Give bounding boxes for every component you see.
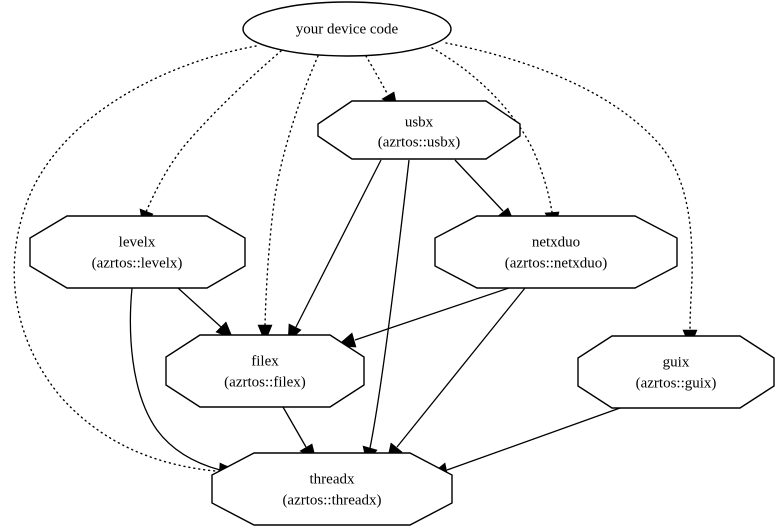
levelx-label-line2: (azrtos::levelx) <box>92 255 183 271</box>
levelx-octagon <box>29 215 246 289</box>
levelx-label-line1: levelx <box>119 234 156 250</box>
node-netxduo[interactable]: netxduo (azrtos::netxduo) <box>434 215 678 289</box>
edge-filex-to-threadx <box>282 406 317 461</box>
edge-device-to-guix <box>445 42 698 348</box>
edge-device-to-filex <box>257 55 319 343</box>
filex-label-line2: (azrtos::filex) <box>224 374 306 390</box>
node-your-device-code[interactable]: your device code <box>242 1 452 57</box>
node-filex[interactable]: filex (azrtos::filex) <box>165 334 365 408</box>
netxduo-octagon <box>434 215 678 289</box>
your-device-code-label: your device code <box>296 21 399 37</box>
edge-levelx-to-filex <box>177 287 234 340</box>
node-usbx[interactable]: usbx (azrtos::usbx) <box>317 100 521 160</box>
node-threadx[interactable]: threadx (azrtos::threadx) <box>211 452 453 526</box>
edge-netxduo-to-filex <box>336 287 510 348</box>
threadx-label-line2: (azrtos::threadx) <box>282 492 381 508</box>
guix-octagon <box>577 335 775 409</box>
edge-usbx-to-netxduo <box>454 159 516 225</box>
threadx-label-line1: threadx <box>310 471 355 487</box>
your-device-code-ellipse <box>242 1 452 57</box>
edge-guix-to-threadx <box>428 407 621 478</box>
edge-netxduo-to-threadx <box>386 287 526 462</box>
edge-usbx-to-filex <box>287 159 382 343</box>
edge-device-to-usbx <box>365 55 398 108</box>
node-guix[interactable]: guix (azrtos::guix) <box>577 335 775 409</box>
node-levelx[interactable]: levelx (azrtos::levelx) <box>29 215 246 289</box>
guix-label-line2: (azrtos::guix) <box>636 375 717 391</box>
filex-octagon <box>165 334 365 408</box>
netxduo-label-line2: (azrtos::netxduo) <box>505 255 607 271</box>
threadx-octagon <box>211 452 453 526</box>
usbx-octagon <box>317 100 521 160</box>
usbx-label-line1: usbx <box>405 114 434 130</box>
usbx-label-line2: (azrtos::usbx) <box>378 134 460 150</box>
edge-device-to-levelx <box>139 50 282 228</box>
guix-label-line1: guix <box>663 354 690 370</box>
edge-usbx-to-threadx <box>362 159 410 465</box>
netxduo-label-line1: netxduo <box>532 234 580 250</box>
filex-label-line1: filex <box>251 353 279 369</box>
